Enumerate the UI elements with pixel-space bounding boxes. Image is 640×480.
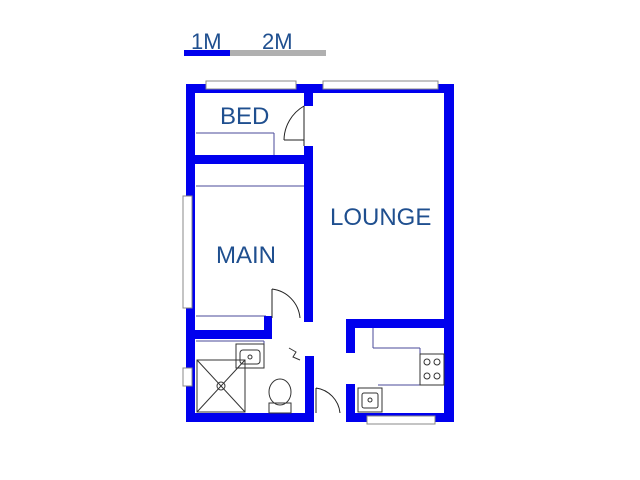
toilet (268, 378, 292, 406)
kitchen-sink (357, 387, 383, 413)
door-main (271, 288, 301, 319)
room-label-lounge: LOUNGE (330, 204, 431, 231)
scale-label-1m: 1M (191, 29, 222, 54)
wall-bath-right (305, 356, 314, 422)
wall-main-bath-stub (264, 316, 272, 339)
window-main-left (182, 195, 193, 309)
bathroom-fixtures (196, 343, 301, 414)
basin (235, 343, 265, 369)
scale-bar: 1M 2M (184, 29, 326, 56)
wall-kitchen-left-upper (346, 319, 355, 353)
window-bed-top (205, 80, 297, 90)
wall-bottom-left (186, 413, 312, 422)
wall-right (444, 84, 454, 422)
scale-bar-grey-segment (230, 50, 326, 56)
door-bath (315, 387, 341, 414)
scale-bar-blue-segment (184, 50, 230, 56)
room-label-main: MAIN (216, 242, 276, 269)
room-label-bed: BED (220, 103, 269, 130)
wall-top (186, 84, 454, 93)
shower (196, 359, 246, 413)
window-lounge-top (322, 80, 439, 90)
kitchen-fixtures (357, 353, 445, 413)
doors (271, 105, 341, 414)
stove (419, 353, 445, 386)
wall-partition-mid (304, 146, 313, 322)
wall-kitchen-left-lower (346, 384, 355, 422)
wall-bed-main (186, 155, 311, 164)
wall-kitchen-top (346, 319, 454, 328)
wall-main-bath-left (186, 330, 270, 339)
wall-partition-upper (304, 84, 313, 106)
windows (182, 80, 439, 425)
scale-label-2m: 2M (262, 29, 293, 54)
window-bath-left (182, 367, 193, 387)
door-bed (283, 105, 305, 146)
window-kitchen-bottom (366, 415, 436, 425)
